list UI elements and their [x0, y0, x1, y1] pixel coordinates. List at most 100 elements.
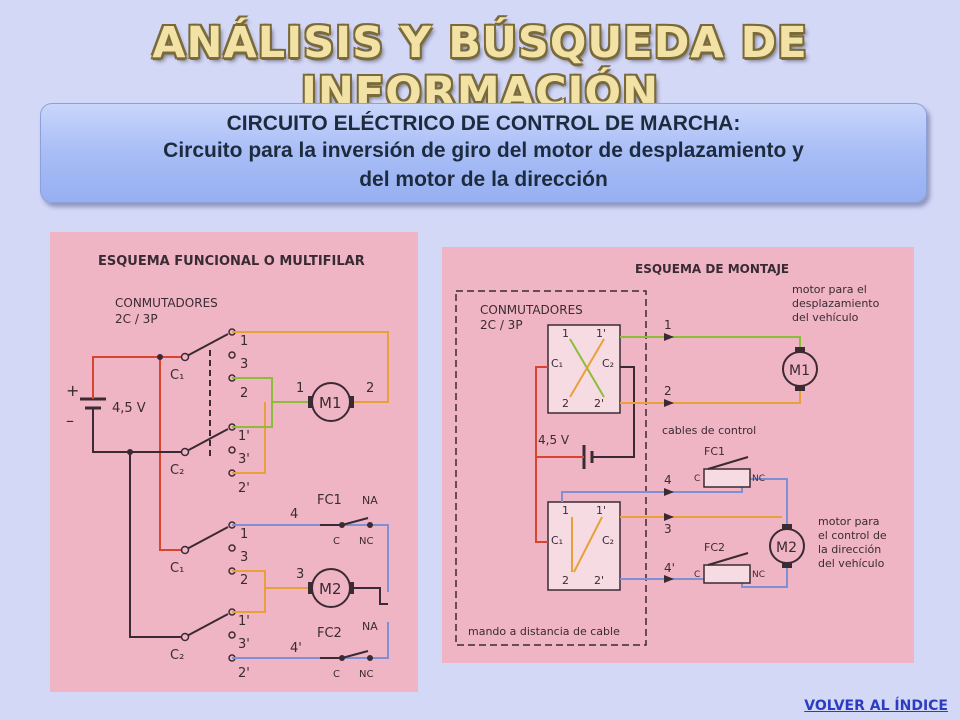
r-bot-c1: C₁	[551, 534, 563, 547]
r-wire-2: 2	[664, 384, 672, 398]
terminal-1p-bottom: 1'	[238, 614, 250, 629]
switch-top-cross	[569, 338, 605, 398]
r-top-t2: 2	[562, 397, 569, 410]
banner-line-2: Circuito para la inversión de giro del m…	[163, 139, 804, 162]
m1-terminal-1: 1	[296, 381, 304, 396]
terminal-3p-top: 3'	[238, 452, 250, 467]
fc1-c: C	[333, 536, 340, 547]
r-motor-m2	[769, 524, 805, 568]
battery	[80, 397, 106, 410]
banner-line-3: del motor de la dirección	[359, 168, 608, 191]
limit-switch-fc1	[320, 517, 373, 528]
fc1-na: NA	[362, 494, 378, 507]
r-fc1-c: C	[694, 474, 700, 484]
motor-m2	[308, 568, 354, 608]
m1-label: M1	[319, 394, 342, 412]
r-top-t1: 1	[562, 327, 569, 340]
battery-plus: +	[66, 381, 79, 400]
fc2-c: C	[333, 669, 340, 680]
switch-block-top	[547, 324, 621, 414]
terminal-2p-bottom: 2'	[238, 666, 250, 681]
switches-spec: 2C / 3P	[115, 312, 158, 326]
back-to-index-link[interactable]: VOLVER AL ÍNDICE	[804, 698, 948, 714]
terminal-1-bottom: 1	[240, 527, 248, 542]
motor2-desc-2: el control de	[818, 529, 887, 542]
r-wire-3: 3	[664, 522, 672, 536]
m1-terminal-2: 2	[366, 381, 374, 396]
label-c2-bottom: C₂	[170, 648, 184, 663]
r-switches-title: CONMUTADORES	[480, 303, 583, 317]
r-top-t1p: 1'	[596, 327, 606, 340]
motor2-desc-4: del vehículo	[818, 557, 885, 570]
motor-m1	[308, 382, 354, 422]
fc1-label: FC1	[317, 493, 342, 508]
functional-diagram: ESQUEMA FUNCIONAL O MULTIFILAR CONMUTADO…	[66, 254, 389, 681]
junction-dots	[127, 354, 163, 455]
motor1-desc-3: del vehículo	[792, 311, 859, 324]
remote-control-box	[455, 290, 647, 646]
motor1-desc-1: motor para el	[792, 283, 867, 296]
r-fc2-c: C	[694, 570, 700, 580]
m2-label: M2	[319, 580, 342, 598]
r-supply-wires	[535, 366, 635, 543]
circuit-banner: CIRCUITO ELÉCTRICO DE CONTROL DE MARCHA:…	[40, 103, 927, 203]
limit-switch-fc2	[320, 650, 373, 661]
switch-pivots	[180, 352, 190, 642]
r-arrows-m2	[664, 488, 674, 583]
banner-line-1: CIRCUITO ELÉCTRICO DE CONTROL DE MARCHA:	[226, 112, 741, 135]
terminal-2-bottom: 2	[240, 573, 248, 588]
terminal-2-top: 2	[240, 386, 248, 401]
r-top-t2p: 2'	[594, 397, 604, 410]
terminal-2p-top: 2'	[238, 481, 250, 496]
terminal-3p-bottom: 3'	[238, 637, 250, 652]
switches-title: CONMUTADORES	[115, 296, 218, 310]
r-switches-spec: 2C / 3P	[480, 318, 523, 332]
fc1-nc: NC	[359, 536, 373, 547]
r-bot-c2: C₂	[602, 534, 614, 547]
m2-terminal-3: 3	[296, 567, 304, 582]
fc2-label: FC2	[317, 626, 342, 641]
assembly-heading: ESQUEMA DE MONTAJE	[635, 262, 789, 276]
r-motor-m1	[782, 347, 818, 391]
supply-wire-red	[92, 356, 185, 551]
r-bot-t1p: 1'	[596, 504, 606, 517]
motor2-desc-1: motor para	[818, 515, 880, 528]
battery-voltage: 4,5 V	[112, 401, 146, 416]
r-fc1-label: FC1	[704, 445, 725, 458]
fc2-nc: NC	[359, 669, 373, 680]
r-wire-4: 4	[664, 473, 672, 487]
m1-wiring	[232, 331, 389, 474]
terminal-3-top: 3	[240, 357, 248, 372]
m2-wiring	[232, 524, 389, 659]
wire-4-label: 4	[290, 507, 298, 522]
r-wire-4p: 4'	[664, 561, 675, 575]
r-m1-wires	[620, 336, 801, 404]
functional-diagram-panel: ESQUEMA FUNCIONAL O MULTIFILAR CONMUTADO…	[50, 232, 418, 692]
switch-block-bottom	[547, 501, 621, 591]
motor2-desc-3: la dirección	[818, 543, 881, 556]
motor1-desc-2: desplazamiento	[792, 297, 880, 310]
terminal-3-bottom: 3	[240, 550, 248, 565]
r-battery-voltage: 4,5 V	[538, 433, 570, 447]
r-wire-1: 1	[664, 318, 672, 332]
r-limit-switch-fc2	[703, 552, 751, 584]
terminal-1-top: 1	[240, 334, 248, 349]
r-fc1-nc: NC	[752, 474, 765, 484]
label-c2-top: C₂	[170, 463, 184, 478]
battery-minus: –	[66, 411, 74, 430]
r-battery	[582, 445, 594, 469]
functional-heading: ESQUEMA FUNCIONAL O MULTIFILAR	[98, 254, 365, 269]
r-limit-switch-fc1	[703, 456, 751, 488]
r-m2-label: M2	[776, 540, 797, 556]
label-c1-top: C₁	[170, 368, 184, 383]
r-top-c1: C₁	[551, 357, 563, 370]
control-cables-label: cables de control	[662, 424, 756, 437]
terminal-1p-top: 1'	[238, 429, 250, 444]
common-wire	[92, 408, 185, 638]
r-bot-t2: 2	[562, 574, 569, 587]
page-title: ANÁLISIS Y BÚSQUEDA DE INFORMACIÓN	[152, 18, 808, 118]
r-bot-t1: 1	[562, 504, 569, 517]
wire-4p-label: 4'	[290, 641, 302, 656]
r-m1-label: M1	[789, 363, 810, 379]
assembly-diagram: ESQUEMA DE MONTAJE CONMUTADORES 2C / 3P …	[455, 262, 887, 646]
